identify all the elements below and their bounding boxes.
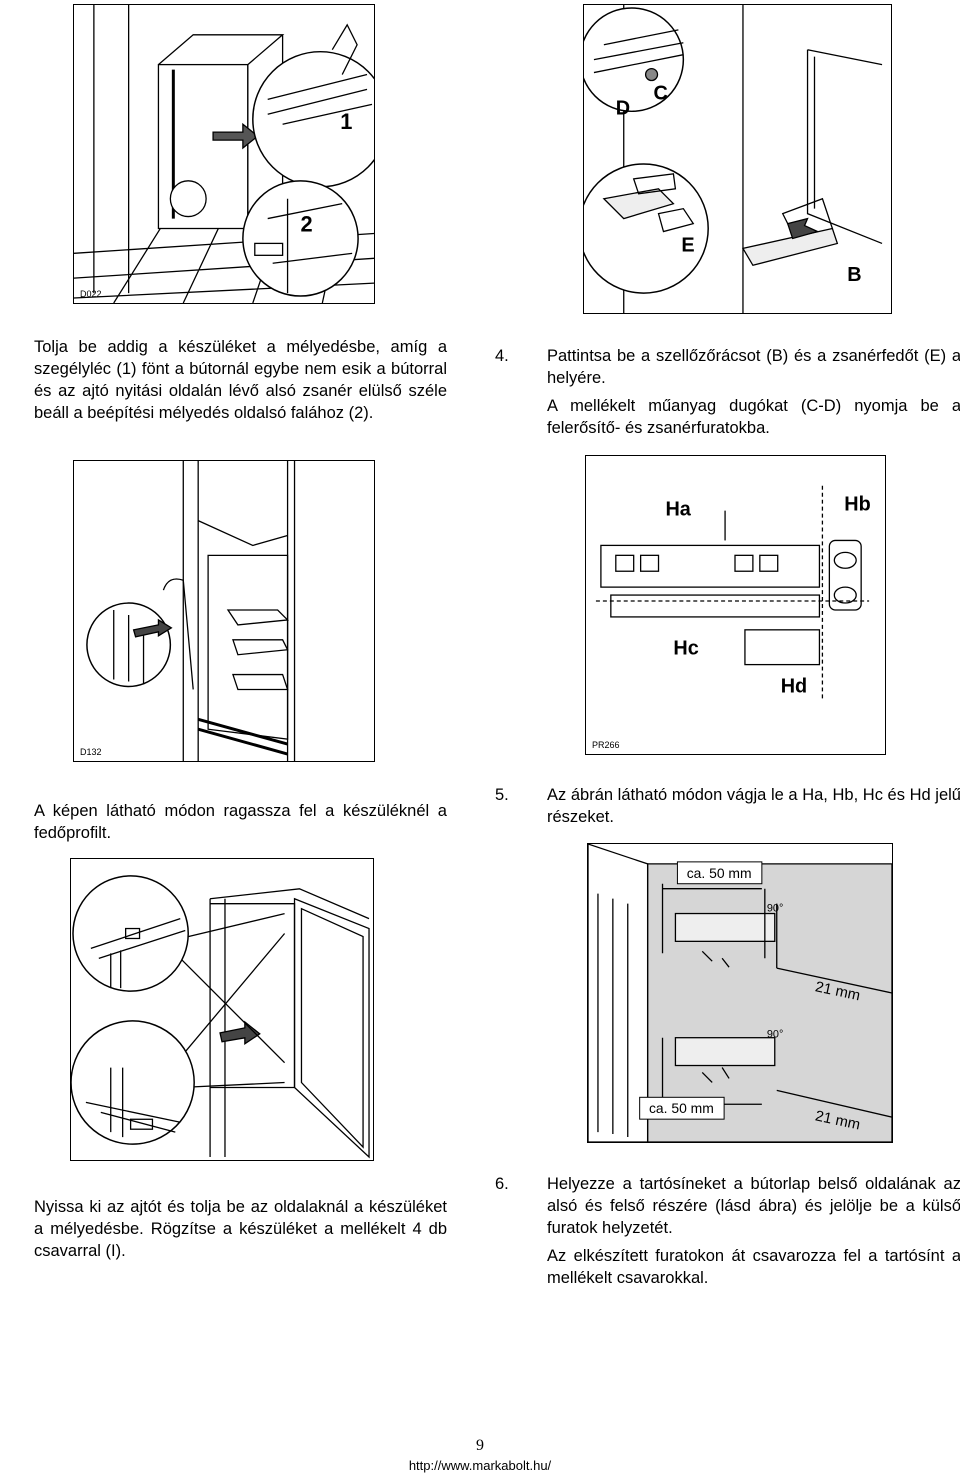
step-4: 4. Pattintsa be a szellőzőrácsot (B) és a… [495,345,960,439]
figure-6-angle-top: 90° [767,903,784,915]
step-3: 3.Nyissa ki az ajtót és tolja be az olda… [8,1196,447,1262]
figure-5-drawing: Ha Hb Hc Hd [595,485,871,700]
figure-5-label-hd: Hd [781,675,807,697]
figure-5-label-hb: Hb [844,494,870,516]
figure-6-dim-top: ca. 50 mm [687,865,752,881]
step-1-number: 1. [8,336,34,358]
figure-6-rail-mounting-illustration: ca. 50 mm ca. 50 mm 90° 90° 21 mm 21 mm [587,843,893,1143]
figure-2-cover-profile-illustration: D132 [73,460,375,762]
step-4-number: 4. [495,347,509,365]
step-4-text-2: A mellékelt műanyag dugókat (C-D) nyomja… [547,397,960,437]
figure-1-install-illustration: 1 2 D022 [73,4,375,304]
step-1: 1.Tolja be addig a készüléket a mélyedés… [8,336,447,424]
step-6: 6. Helyezze a tartósíneket a bútorlap bel… [495,1173,960,1289]
step-5-number: 5. [495,786,509,804]
figure-6-dim-bottom: ca. 50 mm [649,1100,714,1116]
figure-1-label-2: 2 [300,211,312,236]
figure-3-drawing [71,875,370,1159]
step-3-text: Nyissa ki az ajtót és tolja be az oldala… [34,1198,447,1260]
figure-6-drawing: ca. 50 mm ca. 50 mm 90° 90° 21 mm 21 mm [588,844,892,1142]
figure-5-label-ha: Ha [665,499,691,521]
step-6-text-2: Az elkészített furatokon át csavarozza f… [547,1247,960,1287]
figure-6-angle-bottom: 90° [767,1029,784,1041]
figure-4-vent-grille-illustration: C D E B [583,4,892,314]
step-1-text: Tolja be addig a készüléket a mélyedésbe… [34,338,447,422]
figure-4-label-b: B [847,264,861,286]
figure-4-drawing: C D E B [584,5,883,313]
figure-2-drawing [86,461,296,761]
figure-3-door-screws-illustration [70,858,374,1161]
figure-5-cutting-illustration: Ha Hb Hc Hd PR266 [585,455,886,755]
step-6-text: Helyezze a tartósíneket a bútorlap belső… [547,1175,960,1237]
page-number: 9 [476,1437,484,1454]
footer-url[interactable]: http://www.markabolt.hu/ [408,1458,552,1473]
step-4-text: Pattintsa be a szellőzőrácsot (B) és a z… [547,347,960,387]
step-5: 5. Az ábrán látható módon vágja le a Ha, … [495,784,960,828]
step-6-number: 6. [495,1175,509,1193]
step-2: 2.A képen látható módon ragassza fel a k… [8,800,447,844]
figure-5-code: PR266 [592,740,620,750]
step-3-number: 3. [8,1196,34,1218]
figure-5-label-hc: Hc [673,638,698,660]
figure-1-code: D022 [80,289,102,299]
step-2-number: 2. [8,800,34,822]
figure-1-drawing: 1 2 [74,5,374,303]
figure-4-label-c: C [654,82,668,104]
figure-4-label-e: E [681,234,694,256]
step-2-text: A képen látható módon ragassza fel a kés… [34,802,447,842]
step-5-text: Az ábrán látható módon vágja le a Ha, Hb… [547,786,960,826]
figure-2-code: D132 [80,747,102,757]
figure-1-label-1: 1 [340,109,352,134]
figure-4-label-d: D [616,97,630,119]
